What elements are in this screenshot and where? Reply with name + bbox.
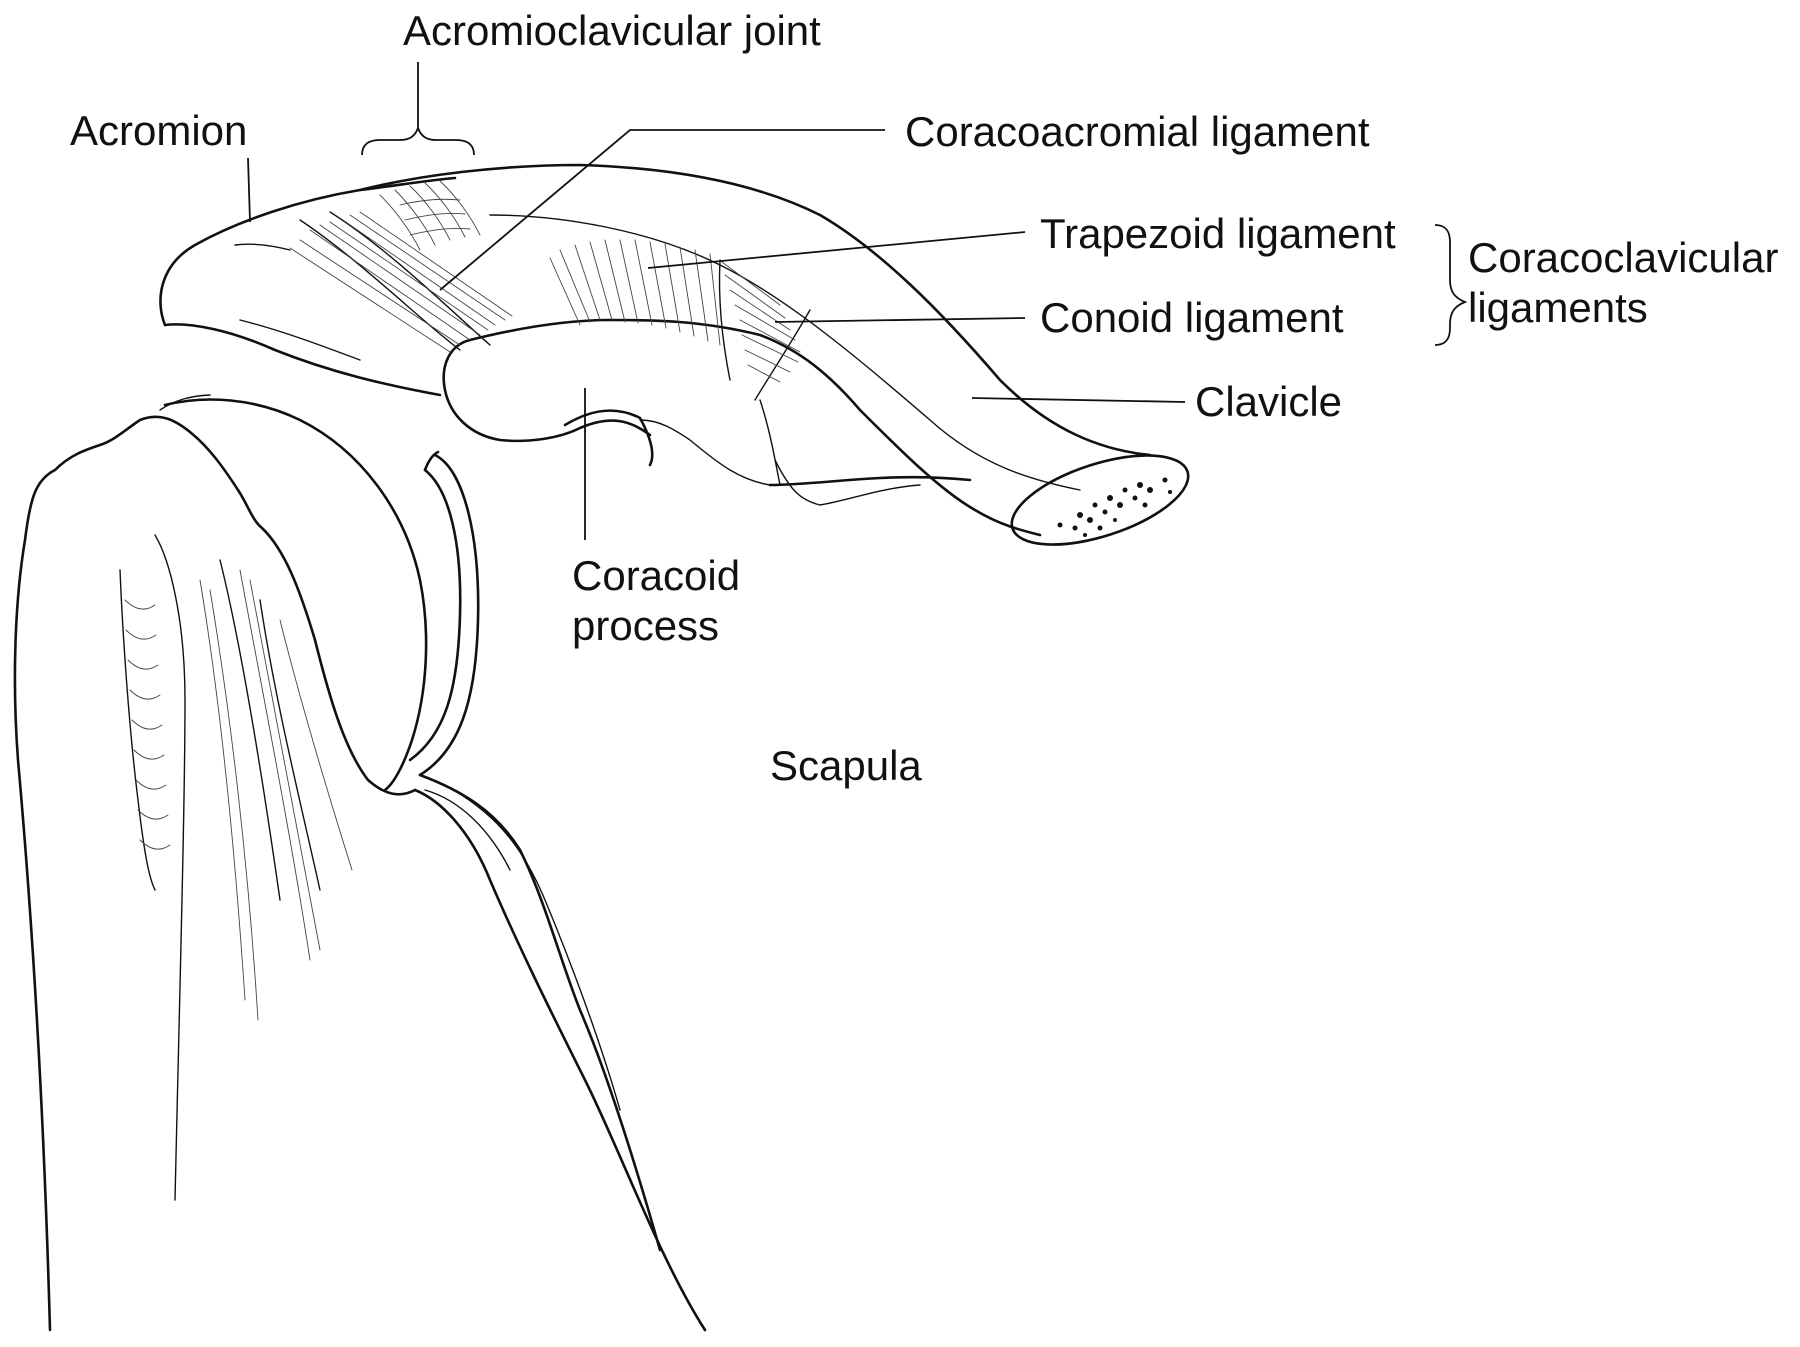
humerus-hatching: [124, 569, 353, 1021]
label-coracoclavicular-line1: Coracoclavicular: [1468, 234, 1778, 281]
label-trapezoid-ligament: Trapezoid ligament: [1040, 210, 1396, 257]
coracoid-outline: [442, 338, 652, 443]
coracoid-top: [468, 318, 612, 342]
humerus-outline: [13, 415, 417, 1332]
glenoid-top: [423, 450, 440, 472]
coracoclavicular-ligaments-brace: [1434, 224, 1468, 346]
glenoid-rim-outer: [418, 453, 480, 777]
clavicle-lower-edge: [608, 318, 1042, 537]
label-coracoacromial-ligament: Coracoacromial ligament: [905, 108, 1370, 155]
label-acromioclavicular-joint: Acromioclavicular joint: [403, 7, 821, 54]
humerus-line-3: [259, 599, 321, 891]
coracoacromial-ligament-leader: [439, 129, 885, 291]
label-conoid-ligament: Conoid ligament: [1040, 294, 1344, 341]
trapezoid-ligament: [549, 239, 721, 346]
scapula-line-2: [424, 789, 511, 871]
scapula-neck: [418, 773, 662, 1252]
acromion-inner: [234, 243, 291, 251]
conoid-ligament-leader: [774, 317, 1026, 323]
coracoid-base-line: [639, 419, 771, 486]
acromion: [159, 176, 457, 397]
acromion-leader: [247, 157, 251, 223]
clavicle-cut-end: [1010, 454, 1190, 546]
clavicle-leader: [971, 397, 1186, 403]
humerus-shaft-right: [413, 788, 707, 1332]
coracoid-process: [442, 318, 972, 506]
coracoid-stem-2: [774, 459, 921, 506]
glenoid-rim-inner: [408, 468, 462, 762]
clavicle-midline: [489, 214, 1081, 491]
acromioclavicular-joint-fibers: [379, 180, 481, 251]
scapula-line: [444, 784, 621, 1111]
clavicle-upper-edge: [358, 163, 1152, 457]
coracoid-tip: [563, 409, 654, 467]
humeral-head-outline: [163, 398, 428, 792]
humerus-groove-2: [154, 534, 186, 1201]
humerus-shaft-line: [219, 559, 281, 901]
acromion-line: [239, 319, 361, 361]
label-coracoclavicular-line2: ligaments: [1468, 284, 1648, 331]
coracoacromial-ligament: [289, 211, 513, 353]
acromion-lower: [163, 323, 442, 397]
acromion-outline: [159, 176, 457, 327]
conoid-ligament: [718, 259, 811, 401]
coracoid-stem: [759, 399, 781, 486]
acromioclavicular-joint-brace: [361, 125, 475, 156]
label-scapula: Scapula: [770, 742, 922, 789]
trapezoid-ligament-leader: [647, 231, 1026, 269]
label-clavicle: Clavicle: [1195, 378, 1342, 425]
label-coracoid-process-line1: Coracoid: [572, 552, 740, 599]
humeral-head-top: [159, 394, 211, 411]
clavicle: [358, 163, 1190, 546]
clavicle-marrow-dots: [1057, 477, 1172, 537]
label-coracoid-process-line2: process: [572, 602, 719, 649]
coracoid-lower: [768, 475, 972, 487]
label-acromion: Acromion: [70, 107, 247, 154]
humerus-groove: [119, 569, 156, 891]
scapula: [408, 450, 662, 1252]
humerus: [13, 394, 707, 1332]
